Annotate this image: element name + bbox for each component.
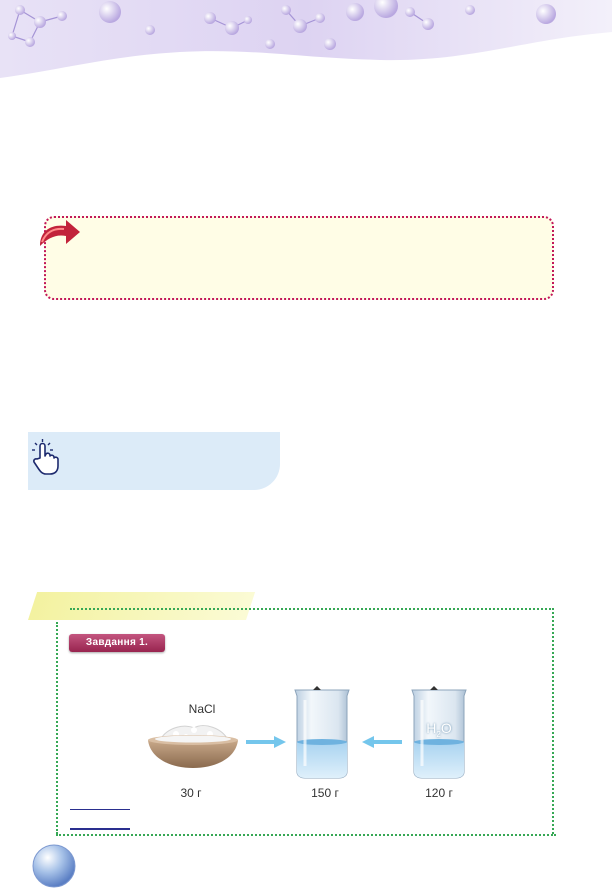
water-label: H2O [426,720,452,739]
salt-label: NaCl [188,702,216,716]
lab-frame [70,608,554,834]
lab-frame-bottom [56,834,556,836]
definition-box [44,216,554,300]
salt-bowl-image [148,725,238,768]
pointing-hand-icon [32,439,59,475]
salt-mass-label: 30 г [180,786,202,800]
water-mass-label: 120 г [425,786,453,800]
task-badge: Завдання 1. [69,634,165,652]
tip-box [28,432,280,490]
water-beaker-image [411,686,467,779]
curved-arrow-icon [40,220,80,246]
header-decoration [0,0,612,78]
divider-line [70,828,130,830]
lab-frame-left [56,622,58,834]
arrow-right-icon [246,736,286,748]
divider-line [70,809,130,810]
bubble-icon [32,844,76,888]
arrow-left-icon [362,736,402,748]
solution-beaker-image [294,686,350,779]
solution-mass-label: 150 г [311,786,339,800]
